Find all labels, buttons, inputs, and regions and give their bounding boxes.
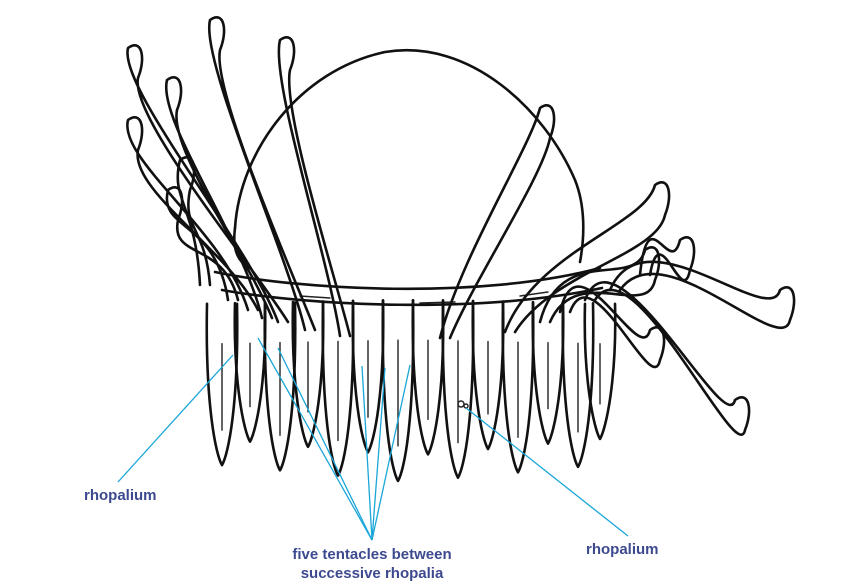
tentacle bbox=[127, 117, 258, 310]
leader-tentacle-2 bbox=[278, 348, 372, 540]
tentacles bbox=[127, 17, 794, 434]
label-tentacles-line1: five tentacles between bbox=[270, 545, 474, 564]
label-tentacles-line2: successive rhopalia bbox=[270, 564, 474, 583]
tentacle bbox=[585, 282, 749, 434]
leader-rhopalium-left bbox=[118, 355, 233, 482]
bell bbox=[234, 50, 583, 268]
tentacle bbox=[279, 37, 350, 336]
rhopalium-right-mark bbox=[458, 401, 468, 408]
label-rhopalium-left: rhopalium bbox=[84, 486, 157, 505]
label-rhopalium-right: rhopalium bbox=[586, 540, 659, 559]
leader-tentacle-3 bbox=[362, 366, 372, 540]
tentacle bbox=[560, 287, 664, 367]
leader-tentacle-4 bbox=[372, 368, 385, 540]
leader-tentacle-5 bbox=[372, 365, 410, 540]
marginal-lappets bbox=[207, 300, 615, 481]
